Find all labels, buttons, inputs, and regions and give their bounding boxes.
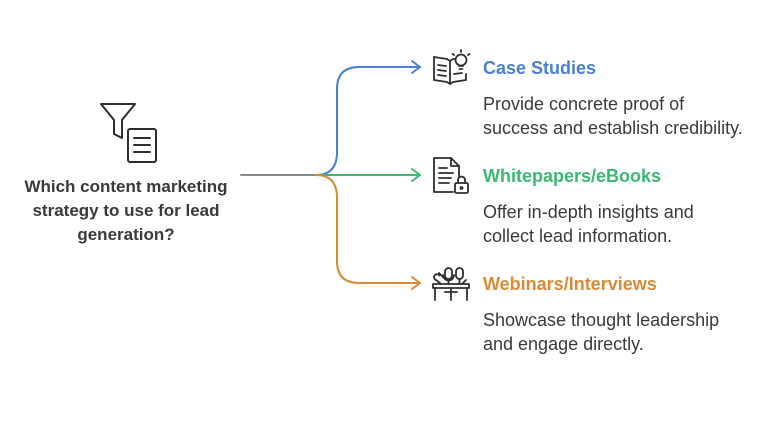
option-title-case-studies: Case Studies [483,58,597,78]
arrowhead-whitepapers [411,168,421,182]
arrowhead-webinars [411,276,421,290]
option-title-whitepapers: Whitepapers/eBooks [483,166,662,186]
document-lock-icon [433,157,469,194]
microphones-table-icon [432,267,470,301]
option-desc-webinars: Showcase thought leadership and engage d… [483,310,720,354]
book-lightbulb-icon [433,49,471,85]
question-text: Which content marketing strategy to use … [24,177,228,244]
funnel-document-icon [100,103,157,163]
option-desc-whitepapers: Offer in-depth insights and collect lead… [483,202,694,246]
connector-case-studies [315,66,421,176]
arrowhead-case-studies [411,60,421,74]
option-desc-case-studies: Provide concrete proof of success and es… [483,94,743,138]
option-title-webinars: Webinars/Interviews [483,274,657,294]
connector-webinars [315,174,421,284]
